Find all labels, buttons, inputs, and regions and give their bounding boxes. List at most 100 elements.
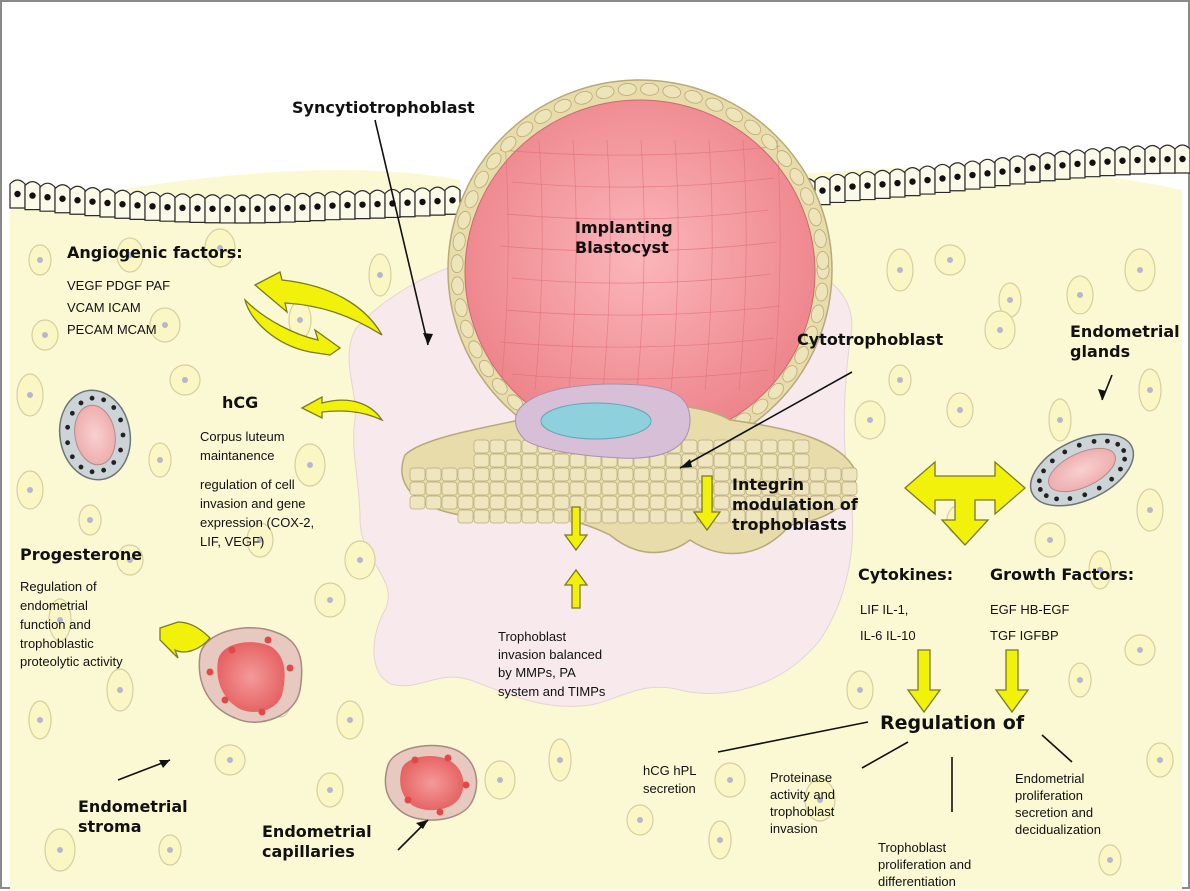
trophoblast-cell xyxy=(602,496,617,509)
epithelial-nucleus xyxy=(939,175,945,181)
trophoblast-cell xyxy=(522,482,537,495)
trophoblast-cell xyxy=(474,496,489,509)
trophoblast-cell xyxy=(490,468,505,481)
stromal-nucleus xyxy=(1077,292,1083,298)
trophoblast-cell xyxy=(730,454,745,467)
gland-nucleus xyxy=(1109,477,1114,482)
epithelial-nucleus xyxy=(984,170,990,176)
epithelial-nucleus xyxy=(194,205,200,211)
capillary-blood-cell xyxy=(265,637,272,644)
stromal-nucleus xyxy=(167,847,173,853)
label-cytotrophoblast: Cytotrophoblast xyxy=(797,330,943,350)
regulation-endometrial: Endometrial proliferation secretion and … xyxy=(1015,771,1101,839)
capillary-blood-cell xyxy=(463,782,470,789)
trophoblast-cell xyxy=(474,482,489,495)
label-angiogenic-factors: Angiogenic factors: xyxy=(67,243,243,263)
trophoblast-cell xyxy=(714,454,729,467)
epithelial-nucleus xyxy=(819,187,825,193)
trophoblast-cell xyxy=(490,496,505,509)
trophoblast-cell xyxy=(682,482,697,495)
stromal-nucleus xyxy=(37,717,43,723)
stromal-nucleus xyxy=(1107,857,1113,863)
gland-nucleus xyxy=(1121,448,1126,453)
stromal-nucleus xyxy=(307,462,313,468)
epithelial-nucleus xyxy=(224,206,230,212)
stromal-nucleus xyxy=(42,332,48,338)
gland-nucleus xyxy=(1082,492,1087,497)
stromal-nucleus xyxy=(1147,507,1153,513)
trophoblast-cell xyxy=(666,468,681,481)
epithelial-nucleus xyxy=(999,168,1005,174)
trophoblast-cell xyxy=(554,468,569,481)
gland-nucleus xyxy=(1097,486,1102,491)
epithelial-nucleus xyxy=(119,201,125,207)
trophoblast-cell xyxy=(474,440,489,453)
trophoblast-cell xyxy=(666,510,681,523)
gland-nucleus xyxy=(1077,443,1082,448)
trophoblast-cell xyxy=(538,510,553,523)
epithelial-nucleus xyxy=(239,206,245,212)
gland-nucleus xyxy=(1118,467,1123,472)
trophoblast-cell xyxy=(522,454,537,467)
capillary-blood-cell xyxy=(445,755,452,762)
stromal-nucleus xyxy=(1147,387,1153,393)
trophoblast-cell xyxy=(538,454,553,467)
gland-nucleus xyxy=(65,440,70,445)
label-cytokines: Cytokines: xyxy=(858,565,953,585)
trophoblast-cell xyxy=(506,440,521,453)
gland-nucleus xyxy=(90,469,95,474)
trophoblast-cell xyxy=(602,510,617,523)
regulation-proteinase: Proteinase activity and trophoblast inva… xyxy=(770,770,835,838)
trophoblast-cell xyxy=(458,482,473,495)
hcg-corpus-luteum: Corpus luteum maintanence xyxy=(200,428,285,466)
stromal-nucleus xyxy=(997,327,1003,333)
epithelial-nucleus xyxy=(1074,161,1080,167)
trophoblast-cell xyxy=(410,468,425,481)
trophoblast-cell xyxy=(650,510,665,523)
gland-nucleus xyxy=(1068,496,1073,501)
trophoblast-cell xyxy=(538,482,553,495)
trophoblast-cell xyxy=(794,454,809,467)
trophoblast-cell xyxy=(538,468,553,481)
trophoblast-cell xyxy=(650,482,665,495)
trophoblast-cell xyxy=(522,468,537,481)
trophoblast-cell xyxy=(618,510,633,523)
epithelial-nucleus xyxy=(254,206,260,212)
label-growth-factors: Growth Factors: xyxy=(990,565,1134,585)
trophoblast-cell xyxy=(714,496,729,509)
epithelial-nucleus xyxy=(269,205,275,211)
trophoblast-cell xyxy=(442,496,457,509)
epithelial-nucleus xyxy=(299,204,305,210)
trophectoderm-cell xyxy=(451,254,464,272)
label-hcg: hCG xyxy=(222,393,258,413)
trophoblast-cell xyxy=(730,440,745,453)
stromal-nucleus xyxy=(227,757,233,763)
epithelial-nucleus xyxy=(1164,156,1170,162)
epithelial-nucleus xyxy=(1014,167,1020,173)
trophoblast-cell xyxy=(506,454,521,467)
gland-nucleus xyxy=(79,465,84,470)
stromal-nucleus xyxy=(87,517,93,523)
epithelial-nucleus xyxy=(1149,156,1155,162)
gland-nucleus xyxy=(101,397,106,402)
trophoblast-cell xyxy=(570,454,585,467)
label-endometrial-stroma: Endometrial stroma xyxy=(78,797,188,837)
trophoblast-cell xyxy=(570,468,585,481)
trophoblast-cell xyxy=(778,440,793,453)
trophoblast-cell xyxy=(538,496,553,509)
label-implanting-blastocyst: Implanting Blastocyst xyxy=(575,218,673,258)
epithelial-nucleus xyxy=(1119,158,1125,164)
label-regulation-of: Regulation of xyxy=(880,712,1024,736)
epithelial-nucleus xyxy=(864,182,870,188)
epithelial-nucleus xyxy=(434,198,440,204)
label-integrin-modulation: Integrin modulation of trophoblasts xyxy=(732,475,858,535)
gland-nucleus xyxy=(70,411,75,416)
epithelial-nucleus xyxy=(209,206,215,212)
gland-nucleus xyxy=(118,448,123,453)
gland-nucleus xyxy=(111,405,116,410)
trophoblast-cell xyxy=(650,496,665,509)
angiogenic-factor-list: VEGF PDGF PAF VCAM ICAM PECAM MCAM xyxy=(67,275,170,341)
trophoblast-cell xyxy=(634,468,649,481)
epithelial-nucleus xyxy=(419,199,425,205)
